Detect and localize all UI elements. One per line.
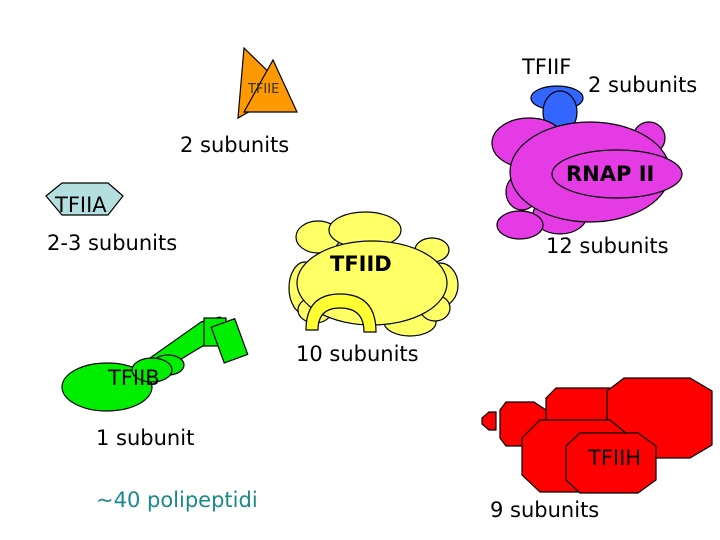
tfiie-label: TFIIE	[248, 82, 279, 97]
tfiia-subunits: 2-3 subunits	[47, 231, 177, 255]
tfiia-label: TFIIA	[55, 193, 107, 217]
tfiif-subunits: 2 subunits	[588, 73, 697, 97]
rnap-ii-label: RNAP II	[566, 162, 654, 186]
tfiih-label: TFIIH	[588, 446, 641, 470]
tfiie-subunits: 2 subunits	[180, 133, 289, 157]
tfiih-shape	[482, 378, 712, 493]
tfiif-label: TFIIF	[522, 55, 571, 79]
rnap-ii-subunits: 12 subunits	[546, 234, 669, 258]
tfiib-label: TFIIB	[108, 366, 160, 390]
tfiid-label: TFIID	[330, 252, 392, 276]
tfiih-subunits: 9 subunits	[490, 498, 599, 522]
tfiib-shape	[62, 317, 248, 411]
tfiib-subunits: 1 subunit	[96, 426, 194, 450]
tfiid-subunits: 10 subunits	[296, 342, 419, 366]
total-polypeptides-note: ~40 polipeptidi	[96, 488, 258, 512]
